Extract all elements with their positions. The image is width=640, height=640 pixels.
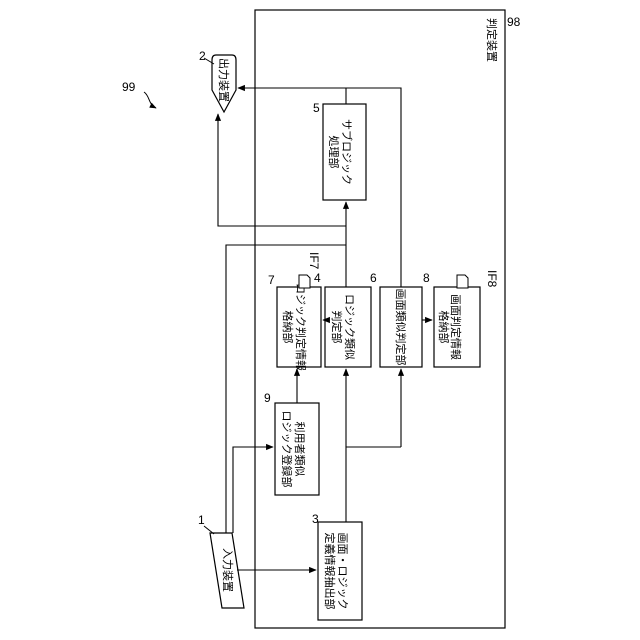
input-device-label: 入力装置 <box>221 548 234 592</box>
overall-ref: 99 <box>122 80 136 94</box>
if7-label: IF7 <box>307 252 321 270</box>
logic-storage-ref: 7 <box>268 273 275 287</box>
screen-similar-ref: 6 <box>370 271 377 285</box>
logic-similar-line1: ロジック類似 <box>343 294 356 360</box>
user-register-line2: ロジック登録部 <box>280 411 294 488</box>
logic-storage-line1: ロジック判定情報 <box>294 283 308 371</box>
sub-logic-line1: サブロジック <box>340 119 354 185</box>
screen-storage-line1: 画面判定情報 <box>449 294 463 360</box>
judgment-device-ref: 98 <box>507 15 521 29</box>
overall-ref-leader <box>144 92 156 108</box>
sub-logic-ref: 5 <box>313 101 320 115</box>
input-device-ref: 1 <box>198 513 205 527</box>
document-icon <box>299 275 310 288</box>
judgment-device-label: 判定装置 <box>485 18 499 62</box>
extractor-line2: 定義情報抽出部 <box>323 533 337 610</box>
screen-similar-line1: 画面類似判定部 <box>394 289 408 366</box>
screen-storage-ref: 8 <box>423 271 430 285</box>
screen-storage-line2: 格納部 <box>437 311 451 344</box>
logic-similar-line2: 判定部 <box>330 311 344 344</box>
output-device-ref: 2 <box>199 49 206 63</box>
if8-label: IF8 <box>485 270 499 288</box>
extractor-line1: 画面・ロジック <box>336 533 349 610</box>
logic-similar-ref: 4 <box>314 271 321 285</box>
user-register-line1: 利用者類似 <box>293 422 306 477</box>
document-icon <box>457 275 468 288</box>
extractor-ref: 3 <box>312 512 319 526</box>
sub-logic-line2: 処理部 <box>327 136 341 169</box>
user-register-ref: 9 <box>264 391 271 405</box>
output-device-label: 出力装置 <box>217 58 231 102</box>
logic-storage-line2: 格納部 <box>281 311 295 344</box>
